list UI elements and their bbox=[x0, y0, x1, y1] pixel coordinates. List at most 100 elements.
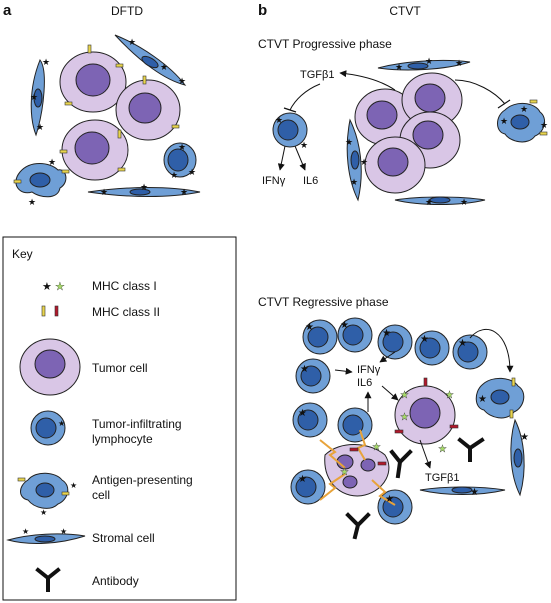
tumor-cell-icon bbox=[19, 338, 81, 396]
panel-a-title: DFTD bbox=[111, 4, 143, 18]
svg-text:★: ★ bbox=[178, 142, 186, 152]
svg-text:★: ★ bbox=[160, 62, 168, 72]
tumor-cell bbox=[354, 88, 416, 146]
mhc-class-ii-icon bbox=[41, 305, 59, 317]
lymphocyte bbox=[290, 469, 326, 505]
key-title: Key bbox=[12, 247, 33, 261]
dying-tumor-cell bbox=[319, 429, 396, 506]
svg-text:★: ★ bbox=[178, 76, 186, 86]
svg-text:★: ★ bbox=[70, 481, 77, 490]
svg-text:★: ★ bbox=[128, 37, 136, 47]
svg-text:★: ★ bbox=[140, 182, 148, 192]
key-label-apc-line1: Antigen-presenting bbox=[92, 473, 193, 487]
svg-text:★: ★ bbox=[40, 508, 47, 517]
svg-text:★: ★ bbox=[520, 104, 528, 114]
tumor-cell bbox=[401, 72, 463, 128]
stromal-cell bbox=[419, 486, 506, 495]
svg-text:★: ★ bbox=[400, 390, 409, 401]
ctvt-regressive-cluster: ★ ★ ★ ★ ★ ★ ★★ ★★ ★★ ★★ ★★ ★★ bbox=[290, 317, 529, 540]
svg-text:★: ★ bbox=[180, 187, 188, 197]
lymphocyte bbox=[292, 402, 328, 438]
lymphocyte bbox=[337, 317, 373, 353]
antibody bbox=[345, 512, 371, 540]
svg-text:★: ★ bbox=[455, 58, 463, 68]
progressive-heading: CTVT Progressive phase bbox=[258, 37, 392, 51]
svg-text:★: ★ bbox=[30, 92, 38, 102]
svg-text:★: ★ bbox=[350, 177, 358, 187]
lymphocyte bbox=[163, 142, 197, 178]
stromal-cell bbox=[510, 418, 525, 497]
svg-text:★: ★ bbox=[345, 137, 353, 147]
tgf-beta-label: TGFβ1 bbox=[300, 69, 334, 81]
svg-text:★: ★ bbox=[438, 444, 447, 455]
stromal-cell bbox=[87, 187, 201, 197]
svg-text:★: ★ bbox=[42, 57, 50, 67]
tumor-cell bbox=[394, 385, 456, 445]
svg-text:★: ★ bbox=[400, 412, 409, 423]
panel-b-letter: b bbox=[258, 2, 267, 19]
panel-b-title: CTVT bbox=[389, 4, 421, 18]
antigen-presenting-cell bbox=[497, 103, 546, 143]
antibody bbox=[457, 437, 485, 462]
regressive-tgf-beta-label: TGFβ1 bbox=[425, 472, 459, 484]
svg-text:★: ★ bbox=[58, 419, 65, 428]
mhc-class-ii-markers bbox=[349, 377, 516, 466]
svg-text:★: ★ bbox=[360, 157, 368, 167]
key-label-mhc-class-ii: MHC class II bbox=[92, 305, 160, 319]
svg-text:★: ★ bbox=[460, 197, 468, 207]
tumor-cell bbox=[115, 79, 181, 141]
stromal-cell bbox=[114, 34, 187, 86]
svg-text:★: ★ bbox=[300, 364, 309, 375]
svg-text:★: ★ bbox=[425, 197, 433, 207]
key-label-antibody: Antibody bbox=[92, 574, 139, 588]
ifn-gamma-label: IFNγ bbox=[262, 175, 286, 187]
svg-text:★: ★ bbox=[420, 334, 429, 345]
svg-text:★: ★ bbox=[500, 116, 508, 126]
lymphocyte bbox=[337, 407, 373, 443]
svg-text:★: ★ bbox=[300, 140, 308, 150]
antibody-icon bbox=[35, 567, 61, 592]
svg-text:★: ★ bbox=[382, 328, 391, 339]
svg-text:★: ★ bbox=[100, 187, 108, 197]
dftd-cluster: ★★★ ★★★ ★★★ ★★★ ★★ bbox=[13, 34, 201, 207]
lymphocyte bbox=[272, 112, 308, 148]
svg-text:★: ★ bbox=[42, 281, 52, 293]
regressive-ifn-gamma-label: IFNγ bbox=[357, 364, 381, 376]
mhc-class-i-icon: ★ ★ bbox=[42, 281, 65, 293]
lymphocyte bbox=[302, 319, 338, 355]
regressive-signaling: IFNγ IL6 TGFβ1 bbox=[334, 328, 514, 484]
lymphocyte bbox=[452, 334, 488, 370]
svg-text:★: ★ bbox=[22, 527, 29, 536]
svg-text:★: ★ bbox=[395, 62, 403, 72]
antigen-presenting-cell-icon: ★ ★ bbox=[17, 472, 77, 517]
svg-text:★: ★ bbox=[540, 120, 548, 130]
antigen-presenting-cell bbox=[15, 163, 67, 198]
svg-text:★: ★ bbox=[520, 432, 529, 443]
key-label-tumor-cell: Tumor cell bbox=[92, 361, 148, 375]
progressive-signaling: TGFβ1 IFNγ IL6 bbox=[262, 69, 511, 187]
svg-text:★: ★ bbox=[48, 157, 56, 167]
svg-text:★: ★ bbox=[478, 394, 487, 405]
svg-text:★: ★ bbox=[188, 167, 196, 177]
stromal-cell bbox=[377, 59, 471, 71]
mhc-class-ii-markers bbox=[13, 44, 180, 184]
key-label-mhc-class-i: MHC class I bbox=[92, 279, 157, 293]
key-label-stromal-cell: Stromal cell bbox=[92, 531, 155, 545]
stromal-cell bbox=[346, 118, 362, 202]
stromal-cell bbox=[30, 59, 45, 137]
lymphocyte-icon: ★ bbox=[30, 410, 66, 446]
svg-text:★: ★ bbox=[275, 115, 283, 125]
key-label-apc-line2: cell bbox=[92, 488, 110, 502]
svg-text:★: ★ bbox=[385, 494, 394, 505]
svg-text:★: ★ bbox=[470, 487, 479, 498]
svg-text:★: ★ bbox=[372, 442, 381, 453]
svg-text:★: ★ bbox=[340, 467, 349, 478]
key-label-lymphocyte-line2: lymphocyte bbox=[92, 432, 153, 446]
lymphocyte bbox=[295, 358, 331, 394]
svg-text:★: ★ bbox=[425, 56, 433, 66]
panel-a-letter: a bbox=[3, 2, 12, 19]
lymphocyte bbox=[377, 324, 413, 360]
lymphocyte bbox=[414, 330, 450, 366]
antibody bbox=[389, 449, 413, 479]
